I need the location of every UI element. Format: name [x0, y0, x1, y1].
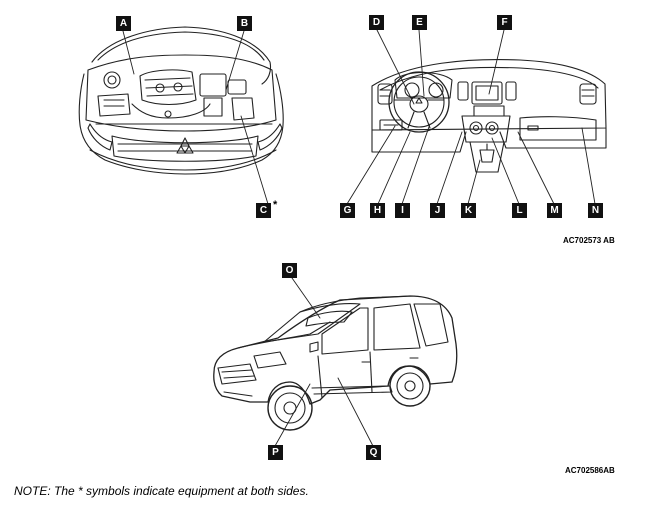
engine-bay-drawing	[78, 26, 284, 205]
figure-code-bottom: AC702586AB	[565, 466, 615, 475]
callout-l: L	[512, 203, 527, 218]
callout-g: G	[340, 203, 355, 218]
callout-p: P	[268, 445, 283, 460]
callout-f: F	[497, 15, 512, 30]
footnote: NOTE: The * symbols indicate equipment a…	[14, 484, 309, 498]
callout-h: H	[370, 203, 385, 218]
callout-i: I	[395, 203, 410, 218]
callout-b: B	[237, 16, 252, 31]
callout-k: K	[461, 203, 476, 218]
vehicle-drawing	[213, 277, 458, 447]
callout-m: M	[547, 203, 562, 218]
callout-n: N	[588, 203, 603, 218]
callout-q: Q	[366, 445, 381, 460]
callout-c: C	[256, 203, 271, 218]
callout-j: J	[430, 203, 445, 218]
callout-d: D	[369, 15, 384, 30]
figure-code-top: AC702573 AB	[563, 236, 615, 245]
callout-o: O	[282, 263, 297, 278]
both-sides-mark: *	[273, 199, 278, 211]
callout-e: E	[412, 15, 427, 30]
callout-a: A	[116, 16, 131, 31]
dashboard-drawing	[346, 29, 607, 205]
